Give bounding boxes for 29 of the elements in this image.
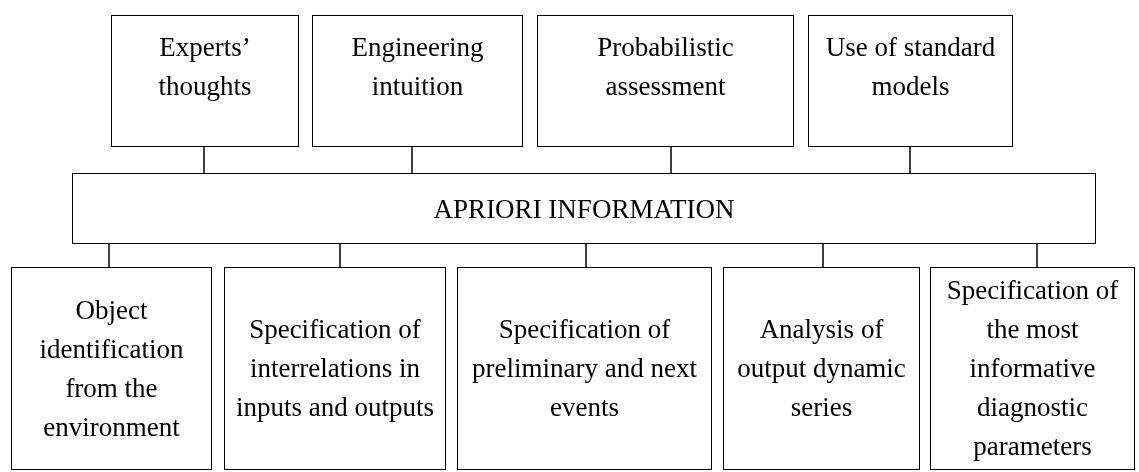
- connector-line: [670, 146, 672, 174]
- box-label: Specification of the most informative diagnostic parameters: [945, 274, 1120, 463]
- box-label: Specification of preliminary and next events: [471, 313, 698, 424]
- text-box: [72, 173, 1096, 244]
- box-label: Object identification from the environment: [38, 293, 185, 444]
- box-label: Specification of interrelations in inputs and outputs: [235, 313, 435, 424]
- box-label: Experts’ thoughts: [157, 31, 253, 103]
- connector-line: [339, 243, 341, 268]
- text-box: [723, 267, 920, 470]
- connector-line: [822, 243, 824, 268]
- box-label: APRIORI INFORMATION: [433, 192, 735, 226]
- box-label: Engineering intuition: [350, 31, 485, 103]
- connector-line: [585, 243, 587, 268]
- text-box: [537, 15, 794, 147]
- connector-line: [411, 146, 413, 174]
- box-label: Probabilistic assessment: [596, 31, 735, 103]
- text-box: [808, 15, 1013, 147]
- connector-line: [1036, 243, 1038, 268]
- text-box: [457, 267, 712, 470]
- box-label: Use of standard models: [824, 31, 997, 103]
- text-box: [111, 15, 299, 147]
- text-box: [11, 267, 212, 470]
- connector-line: [909, 146, 911, 174]
- box-label: Analysis of output dynamic series: [736, 313, 907, 424]
- connector-line: [108, 243, 110, 268]
- connector-line: [203, 146, 205, 174]
- text-box: [930, 267, 1135, 470]
- text-box: [224, 267, 446, 470]
- text-box: [312, 15, 523, 147]
